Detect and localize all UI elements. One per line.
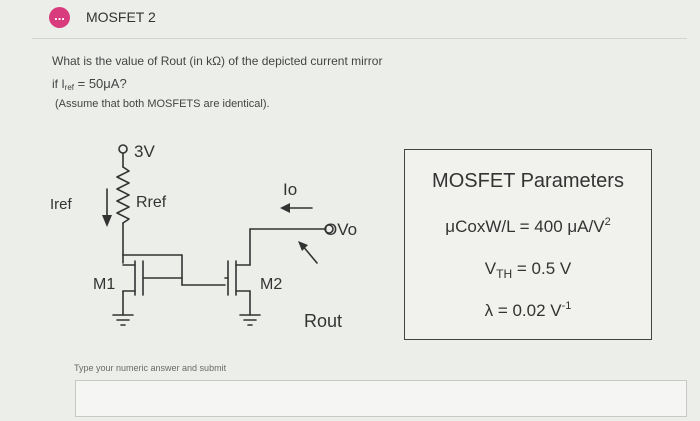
iref-label: if I [52, 77, 65, 91]
param-lambda-sup: -1 [561, 300, 572, 312]
answer-input[interactable] [75, 380, 687, 417]
io-label: Io [283, 180, 297, 199]
vo-node [324, 224, 334, 234]
circuit-diagram: 3V Iref Rref Io OVo M1 M2 Rout [50, 142, 357, 331]
param-vth-sub: TH [496, 267, 513, 281]
vo-label: OVo [324, 220, 357, 239]
m1-label: M1 [93, 276, 115, 293]
header-divider [32, 38, 687, 39]
m2-label: M2 [260, 276, 282, 293]
iref-arrow-head [102, 215, 112, 227]
param-vth: VTH = 0.5 V [405, 259, 651, 281]
rout-arrow-head [298, 241, 308, 251]
param-lambda: λ = 0.02 V-1 [405, 300, 651, 321]
param-mucox: μCoxW/L = 400 μA/V2 [405, 216, 651, 237]
iref-subscript: ref [64, 83, 75, 92]
supply-label: 3V [134, 142, 155, 161]
iref-circuit-label: Iref [50, 196, 73, 213]
answer-hint: Type your numeric answer and submit [74, 363, 227, 373]
io-arrow-head [280, 203, 290, 213]
iref-value: = 50μA? [74, 76, 127, 91]
param-vth-symbol: V [484, 259, 497, 278]
question-assumption: (Assume that both MOSFETS are identical)… [55, 98, 270, 110]
mosfet-parameters-box: MOSFET Parameters μCoxW/L = 400 μA/V2 VT… [404, 149, 652, 340]
question-line-1: What is the value of Rout (in kΩ) of the… [52, 54, 383, 68]
param-mucox-text: μCoxW/L = 400 μA/V [445, 217, 605, 236]
header: ... MOSFET 2 [0, 0, 700, 38]
param-mucox-sup: 2 [604, 216, 611, 228]
rref-label: Rref [136, 194, 167, 211]
param-lambda-text: λ = 0.02 V [484, 301, 562, 320]
supply-node [118, 144, 128, 154]
rref-resistor [116, 166, 130, 224]
param-vth-value: = 0.5 V [516, 259, 572, 278]
rout-label: Rout [304, 311, 342, 331]
page-title: MOSFET 2 [86, 9, 156, 25]
params-title: MOSFET Parameters [432, 170, 624, 192]
more-icon[interactable]: ... [49, 7, 70, 28]
question-line-2: if Iref = 50μA? [52, 76, 127, 92]
